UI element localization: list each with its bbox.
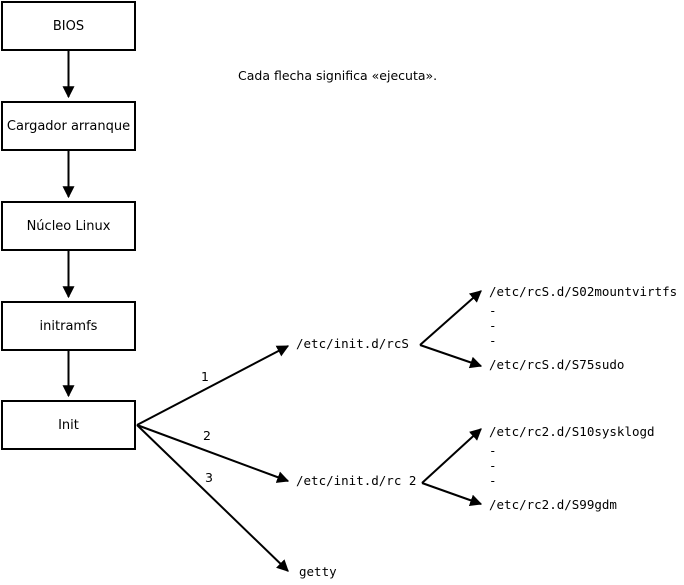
ellipsis-dash: - <box>489 333 497 348</box>
stage-box-kernel[interactable]: Núcleo Linux <box>1 201 136 251</box>
stage-box-label: Núcleo Linux <box>26 218 111 234</box>
label-rc2-first-script[interactable]: /etc/rc2.d/S10sysklogd <box>489 424 655 439</box>
ellipsis-dash: - <box>489 458 497 473</box>
stage-box-initramfs[interactable]: initramfs <box>1 301 136 351</box>
ellipsis-dash: - <box>489 443 497 458</box>
ellipsis-dash: - <box>489 318 497 333</box>
stage-box-label: Cargador arranque <box>6 118 131 134</box>
arrow-init-branch-1 <box>136 345 290 426</box>
arrow-rcs-to-first-script <box>419 290 482 346</box>
arrow-rcs-to-last-script <box>419 344 483 369</box>
branch-number-3: 3 <box>205 470 213 485</box>
stage-box-label: BIOS <box>52 18 85 34</box>
stage-box-label: Init <box>58 417 79 433</box>
stage-box-bootloader[interactable]: Cargador arranque <box>1 101 136 151</box>
label-init-d-rc2[interactable]: /etc/init.d/rc 2 <box>296 473 417 488</box>
arrow-rc2-to-first-script <box>421 428 482 484</box>
arrow-init-branch-2 <box>136 424 290 483</box>
branch-number-2: 2 <box>203 428 211 443</box>
diagram-caption: Cada flecha significa «ejecuta». <box>238 68 438 83</box>
label-rcs-last-script[interactable]: /etc/rcS.d/S75sudo <box>489 357 625 372</box>
stage-box-bios[interactable]: BIOS <box>1 1 136 51</box>
arrow-init-branch-3 <box>136 424 289 572</box>
stage-box-label: initramfs <box>39 318 98 334</box>
ellipsis-dash: - <box>489 303 497 318</box>
label-init-d-rcs[interactable]: /etc/init.d/rcS <box>296 336 409 351</box>
stage-box-init[interactable]: Init <box>1 400 136 450</box>
ellipsis-dash: - <box>489 473 497 488</box>
rcs-ellipsis: - - - <box>489 303 497 348</box>
label-rc2-last-script[interactable]: /etc/rc2.d/S99gdm <box>489 497 617 512</box>
label-rcs-first-script[interactable]: /etc/rcS.d/S02mountvirtfs <box>489 284 678 299</box>
branch-number-1: 1 <box>201 369 209 384</box>
label-getty[interactable]: getty <box>299 564 337 579</box>
rc2-ellipsis: - - - <box>489 443 497 488</box>
arrow-rc2-to-last-script <box>421 482 483 507</box>
